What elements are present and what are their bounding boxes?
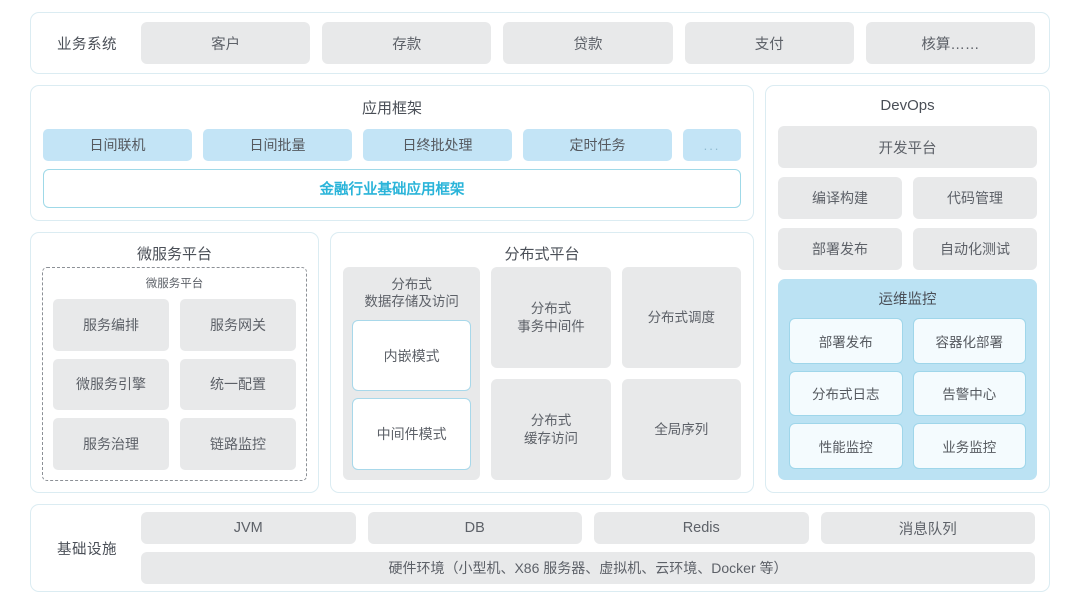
ops-monitoring-items: 部署发布 容器化部署 分布式日志 告警中心 性能监控 业务监控	[789, 318, 1026, 469]
devops-title: DevOps	[880, 97, 935, 114]
distributed-column-three: 分布式调度 全局序列	[621, 267, 741, 480]
infrastructure-panel: 基础设施 JVM DB Redis 消息队列 硬件环境（小型机、X86 服务器、…	[30, 504, 1050, 592]
app-framework-more-button[interactable]: ...	[683, 129, 741, 161]
ops-item-business-monitoring[interactable]: 业务监控	[912, 423, 1026, 469]
microservice-platform-panel: 微服务平台 微服务平台 服务编排 服务网关 微服务引擎 统一配置 服务治理 链路…	[30, 232, 319, 493]
distributed-storage-mode-middleware[interactable]: 中间件模式	[352, 398, 472, 470]
business-system-item-payment[interactable]: 支付	[684, 22, 854, 64]
financial-base-framework-bar[interactable]: 金融行业基础应用框架	[43, 169, 741, 208]
microservice-item-service-gateway[interactable]: 服务网关	[180, 299, 296, 351]
ops-item-distributed-logging[interactable]: 分布式日志	[789, 370, 903, 417]
infrastructure-item-db[interactable]: DB	[367, 512, 582, 544]
distributed-platform-body: 分布式 数据存储及访问 内嵌模式 中间件模式 分布式 事务中间件 分布式 缓存访…	[343, 267, 741, 480]
business-systems-label: 业务系统	[57, 36, 117, 53]
infrastructure-item-jvm[interactable]: JVM	[141, 512, 356, 544]
business-system-item-accounting[interactable]: 核算……	[865, 22, 1036, 64]
distributed-storage-caption: 分布式 数据存储及访问	[364, 277, 459, 309]
app-framework-item-daytime-online[interactable]: 日间联机	[43, 129, 192, 161]
devops-item-automated-testing[interactable]: 自动化测试	[913, 228, 1037, 270]
app-framework-item-scheduled-task[interactable]: 定时任务	[523, 129, 672, 161]
app-framework-panel: 应用框架 日间联机 日间批量 日终批处理 定时任务 ... 金融行业基础应用框架	[30, 85, 754, 221]
microservice-item-service-orchestration[interactable]: 服务编排	[53, 299, 169, 351]
ops-item-performance-monitoring[interactable]: 性能监控	[789, 423, 903, 469]
devops-tools: 编译构建 代码管理 部署发布 自动化测试	[778, 177, 1037, 270]
infrastructure-content: JVM DB Redis 消息队列 硬件环境（小型机、X86 服务器、虚拟机、云…	[141, 512, 1035, 584]
ops-item-containerized-deploy[interactable]: 容器化部署	[912, 318, 1026, 364]
app-framework-item-daytime-batch[interactable]: 日间批量	[203, 129, 352, 161]
microservice-item-link-monitoring[interactable]: 链路监控	[180, 418, 296, 470]
business-system-item-loan[interactable]: 贷款	[503, 22, 673, 64]
ops-monitoring-panel: 运维监控 部署发布 容器化部署 分布式日志 告警中心 性能监控 业务监控	[778, 279, 1037, 480]
distributed-item-cache-access[interactable]: 分布式 缓存访问	[491, 379, 611, 480]
distributed-item-scheduling[interactable]: 分布式调度	[621, 267, 741, 368]
middle-region: 应用框架 日间联机 日间批量 日终批处理 定时任务 ... 金融行业基础应用框架…	[30, 85, 1050, 493]
ops-item-alert-center[interactable]: 告警中心	[912, 370, 1026, 417]
platforms-row: 微服务平台 微服务平台 服务编排 服务网关 微服务引擎 统一配置 服务治理 链路…	[30, 232, 754, 493]
business-system-item-deposit[interactable]: 存款	[322, 22, 492, 64]
distributed-platform-panel: 分布式平台 分布式 数据存储及访问 内嵌模式 中间件模式 分布式 事务中间件 分…	[330, 232, 754, 493]
business-systems-panel: 业务系统 客户 存款 贷款 支付 核算……	[30, 12, 1050, 74]
devops-item-dev-platform[interactable]: 开发平台	[778, 126, 1037, 168]
distributed-column-two: 分布式 事务中间件 分布式 缓存访问	[491, 267, 611, 480]
distributed-storage-group: 分布式 数据存储及访问 内嵌模式 中间件模式	[343, 267, 481, 480]
middle-left-column: 应用框架 日间联机 日间批量 日终批处理 定时任务 ... 金融行业基础应用框架…	[30, 85, 754, 493]
app-framework-items: 日间联机 日间批量 日终批处理 定时任务 ...	[43, 129, 741, 161]
app-framework-title: 应用框架	[361, 100, 422, 117]
infrastructure-items: JVM DB Redis 消息队列	[141, 512, 1035, 544]
microservice-item-service-governance[interactable]: 服务治理	[53, 418, 169, 470]
ops-monitoring-title: 运维监控	[878, 292, 937, 308]
ops-item-deploy-release[interactable]: 部署发布	[789, 318, 903, 364]
devops-item-deploy-release[interactable]: 部署发布	[778, 228, 902, 270]
infrastructure-label: 基础设施	[57, 541, 117, 558]
infrastructure-item-message-queue[interactable]: 消息队列	[820, 512, 1035, 544]
distributed-item-global-sequence[interactable]: 全局序列	[621, 379, 741, 480]
infrastructure-item-redis[interactable]: Redis	[594, 512, 809, 544]
distributed-storage-mode-embedded[interactable]: 内嵌模式	[352, 319, 472, 392]
devops-item-code-management[interactable]: 代码管理	[913, 177, 1037, 219]
microservice-platform-title: 微服务平台	[136, 246, 212, 263]
microservice-platform-inner-title: 微服务平台	[145, 278, 204, 290]
microservice-item-unified-config[interactable]: 统一配置	[180, 358, 296, 411]
distributed-platform-title: 分布式平台	[504, 246, 580, 263]
app-framework-item-eod-batch[interactable]: 日终批处理	[363, 129, 512, 161]
microservice-item-microservice-engine[interactable]: 微服务引擎	[53, 358, 169, 411]
distributed-item-transaction-middleware[interactable]: 分布式 事务中间件	[491, 267, 611, 368]
business-systems-items: 客户 存款 贷款 支付 核算……	[141, 22, 1036, 64]
business-system-item-customer[interactable]: 客户	[141, 22, 311, 64]
infrastructure-hardware-bar[interactable]: 硬件环境（小型机、X86 服务器、虚拟机、云环境、Docker 等）	[141, 552, 1035, 584]
microservice-platform-items: 服务编排 服务网关 微服务引擎 统一配置 服务治理 链路监控	[53, 299, 296, 470]
microservice-platform-inner-box: 微服务平台 服务编排 服务网关 微服务引擎 统一配置 服务治理 链路监控	[42, 267, 307, 481]
devops-item-compile-build[interactable]: 编译构建	[778, 177, 902, 219]
devops-panel: DevOps 开发平台 编译构建 代码管理 部署发布 自动化测试 运维监控 部署…	[765, 85, 1050, 493]
